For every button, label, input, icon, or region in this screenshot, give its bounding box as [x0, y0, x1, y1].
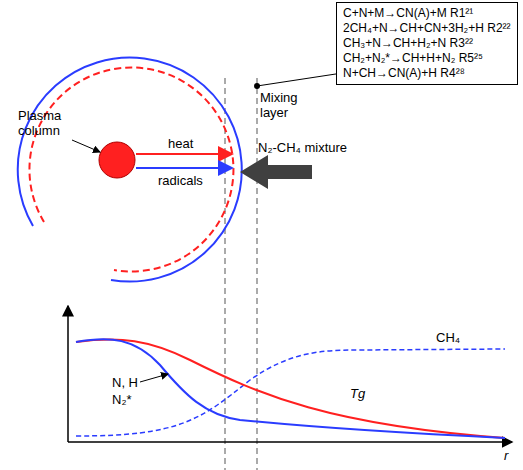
- radical-front: [18, 58, 242, 282]
- radicals-curve: [76, 339, 505, 438]
- tg-curve: [76, 339, 505, 438]
- x-axis: [68, 441, 512, 443]
- curve-label: Tg: [350, 386, 365, 401]
- gas-flow-arrow: [240, 155, 312, 189]
- arrow-label: radicals: [158, 173, 203, 188]
- plasma-column: [99, 142, 135, 178]
- leader-dot: [254, 83, 260, 89]
- curve-label: N₂*: [112, 392, 132, 407]
- heat-front: [29, 68, 233, 272]
- arrow-label: heat: [168, 136, 193, 151]
- heat-arrow: [136, 153, 232, 155]
- reaction-box: C+N+M→CN(A)+M R1²¹2CH₄+N→CH+CN+3H₂+H R2²…: [336, 2, 518, 85]
- axis-label: r: [504, 448, 508, 463]
- reaction-text: CH₃+N→CH+H₂+N R3²²: [343, 36, 511, 51]
- mixing-boundary: [224, 78, 226, 470]
- reaction-text: C+N+M→CN(A)+M R1²¹: [343, 6, 511, 21]
- flow-label: N₂-CH₄ mixture: [258, 140, 347, 155]
- curve-label: N, H: [112, 375, 138, 390]
- mixing-boundary: [256, 78, 258, 470]
- region-label: Mixing layer: [260, 90, 312, 120]
- radicals-arrow: [136, 167, 232, 169]
- curve-label: CH₄: [436, 330, 460, 345]
- ch4-curve: [76, 349, 505, 436]
- reaction-text: 2CH₄+N→CH+CN+3H₂+H R2²²: [343, 21, 511, 36]
- leader-line: [72, 140, 100, 152]
- leader-line: [140, 374, 168, 382]
- part-label: Plasma column: [18, 108, 78, 138]
- y-axis: [67, 306, 69, 442]
- reaction-text: CH₂+N₂*→CH+H+N₂ R5²⁵: [343, 51, 511, 66]
- reaction-text: N+CH→CN(A)+H R4²⁸: [343, 66, 511, 81]
